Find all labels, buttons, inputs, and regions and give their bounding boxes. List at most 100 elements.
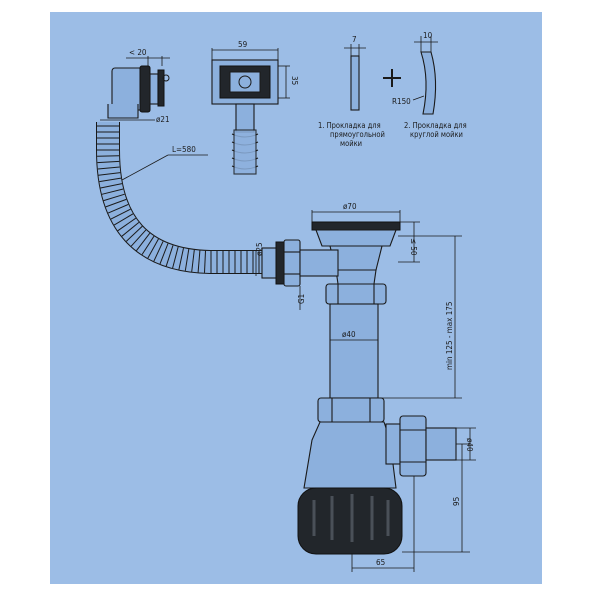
hose-rib [97,155,120,157]
dimension-label-tube: ø40 [342,330,356,339]
vertical-tube [329,303,379,399]
dimension-overflow-outlet: ø21 [100,115,170,124]
dimension-gasket-height: 35 [278,65,299,99]
note-2-line-1: 2. Прокладка для [404,121,467,130]
hose-rib [141,235,155,255]
side-inlet-nut [283,239,301,287]
overflow-cap [157,69,165,107]
hose-rib [153,241,164,262]
note-1-line-2: прямоугольной [330,130,385,139]
outlet-nut [399,415,427,477]
dimension-label-trap-width: < 20 [129,48,147,57]
overflow-fitting [107,65,170,119]
hose-rib [105,198,127,208]
upper-nut-body [325,283,387,305]
hose-rib [101,188,124,195]
hose-rib [97,160,120,164]
dimension-label-side-inlet: ø25 [255,242,264,256]
screw-icon [162,74,170,82]
hose-rib [147,238,159,259]
gasket-2-profile [420,51,437,115]
overflow-nut [149,73,159,105]
gasket-round: 10 R150 [392,31,438,115]
dimension-trap-width: < 20 [126,48,170,66]
dimension-label-gasket-radius: R150 [392,97,411,106]
overflow-flange [139,65,151,113]
side-inlet-gasket [275,241,285,285]
dimension-side-inlet: ø25 G1 [255,242,306,310]
hose-rib [117,217,137,232]
dimension-label-top-height: ≤ 50 [409,238,418,256]
dimension-label-gasket-height: 35 [290,76,299,85]
dimension-label-gasket-1: 7 [352,35,357,44]
bottle-trap [297,421,403,555]
dimension-label-strainer: ø70 [343,202,357,211]
dimension-label-outlet: ø40 [465,438,474,452]
hose-rib [121,222,140,237]
overflow-elbow [107,104,139,119]
hose-rib [136,232,151,252]
outlet-fitting [385,415,457,477]
hose-rib [204,250,206,273]
hose-rib [103,193,125,202]
hose-rib [97,166,120,170]
overflow-body [111,67,143,111]
trap-upper-body [303,421,397,489]
gasket-stem [235,103,255,133]
gasket-1-profile [350,55,360,111]
tube-body [329,303,379,399]
hose-rib [107,203,129,214]
hose-rib [110,208,131,220]
dimension-label-overflow-outlet: ø21 [156,115,170,124]
upper-nut [325,283,387,305]
hose-rib [98,172,121,176]
outlet-neck [385,423,401,465]
hose-rib [130,229,147,247]
hose-rib [165,245,174,267]
dimension-label-outlet-height: 95 [452,497,461,506]
corrugated-hose [96,122,270,274]
note-1-line-1: 1. Прокладка для [318,121,381,130]
dimension-outlet-offset: 65 [351,476,415,572]
note-1-line-3: мойки [340,139,362,148]
hose-rib [125,225,143,242]
dimension-label-thread: G1 [297,294,306,304]
dimension-gasket-width: 59 [211,40,279,60]
dimension-label-gasket-width: 59 [238,40,248,49]
dimension-hose-length: L=580 [121,145,208,181]
trap-bottle-cup [297,487,403,555]
hose-rib [197,250,201,273]
dimension-label-height-range: min 125 - max 175 [445,302,454,370]
hose-rib [113,213,134,226]
hose-rib [184,249,190,271]
dimension-top-height: ≤ 50 [398,221,420,263]
side-inlet [261,239,339,287]
outlet-pipe [425,427,457,461]
dimension-outlet-height: 95 [402,443,470,553]
dimension-height-range: min 125 - max 175 [380,235,462,399]
strainer-flange [311,221,401,231]
lower-nut [317,397,385,423]
hose-rib [159,243,169,265]
gasket-frame-view [211,59,279,175]
hose-rib [172,246,179,269]
dimension-strainer: ø70 [311,202,401,222]
side-inlet-branch [299,249,339,277]
hose-ribs [97,125,266,273]
lower-nut-body [317,397,385,423]
note-2-line-2: круглой мойки [410,130,463,139]
gasket-rectangular: 7 [344,35,366,111]
dimension-label-hose-length: L=580 [172,145,196,154]
strainer [311,221,401,285]
dimension-tube: ø40 [330,330,378,341]
hose-rib [100,183,123,189]
gasket-notes: 1. Прокладка для прямоугольной мойки 2. … [318,121,467,148]
dimension-label-gasket-2: 10 [423,31,433,40]
hose-rib [99,177,122,183]
hose-rib [178,247,184,270]
plus-sign [383,69,401,87]
hose-rib [191,249,195,272]
dimension-label-outlet-offset: 65 [376,558,385,567]
